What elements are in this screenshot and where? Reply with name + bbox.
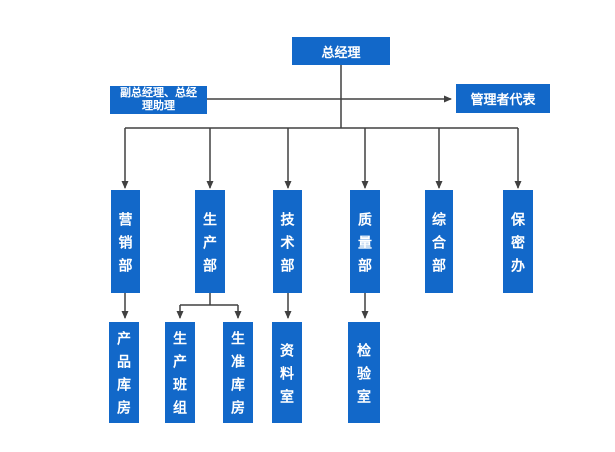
- node-quality-dept-label: 质量部: [357, 211, 373, 281]
- node-general-manager: 总经理: [292, 37, 390, 65]
- node-data-room: 资料室: [272, 322, 302, 423]
- node-prep-warehouse-label: 生准库房: [230, 331, 246, 423]
- node-confidentiality-office: 保密办: [503, 190, 533, 293]
- node-prep-warehouse: 生准库房: [223, 322, 253, 423]
- node-technical-dept: 技术部: [273, 190, 302, 293]
- node-production-team: 生产班组: [165, 322, 195, 423]
- node-deputy-gm-assistant-line2: 理助理: [142, 100, 175, 112]
- node-data-room-label: 资料室: [279, 342, 295, 412]
- node-inspection-room-label: 检验室: [356, 342, 372, 412]
- node-deputy-gm-assistant: 副总经理、总经 理助理: [110, 86, 207, 114]
- node-production-dept: 生产部: [195, 190, 225, 293]
- node-general-affairs-dept: 综合部: [425, 190, 453, 293]
- node-management-representative: 管理者代表: [456, 84, 550, 113]
- node-marketing-dept: 营销部: [111, 190, 140, 293]
- node-quality-dept: 质量部: [350, 190, 380, 293]
- node-technical-dept-label: 技术部: [279, 211, 296, 281]
- node-marketing-dept-label: 营销部: [117, 211, 134, 281]
- node-deputy-gm-assistant-line1: 副总经理、总经: [120, 87, 197, 99]
- node-inspection-room: 检验室: [348, 322, 380, 423]
- node-confidentiality-office-label: 保密办: [510, 211, 526, 281]
- node-general-affairs-dept-label: 综合部: [431, 211, 447, 281]
- node-production-team-label: 生产班组: [172, 331, 188, 423]
- node-production-dept-label: 生产部: [202, 211, 218, 281]
- node-product-warehouse-label: 产品库房: [116, 331, 132, 423]
- node-product-warehouse: 产品库房: [109, 322, 139, 423]
